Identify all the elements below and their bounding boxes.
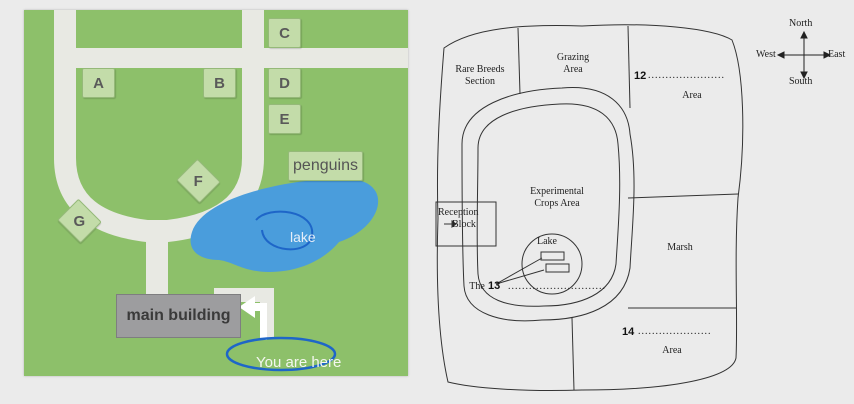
area-12-label: Area bbox=[682, 90, 702, 101]
experimental-crops-label: Experimental Crops Area bbox=[512, 186, 602, 210]
pointer-line-1 bbox=[495, 257, 543, 285]
path-left-vertical bbox=[54, 10, 76, 160]
divider-area14-left bbox=[571, 317, 575, 391]
experimental-line-1: Experimental bbox=[530, 186, 584, 197]
marsh-label: Marsh bbox=[667, 242, 693, 253]
question-13-prefix: The bbox=[469, 281, 485, 292]
area-14-label: Area bbox=[662, 345, 682, 356]
path-top-horizontal bbox=[54, 48, 408, 68]
question-14-number: 14 bbox=[622, 326, 635, 338]
question-13-dots[interactable]: ............................ bbox=[508, 281, 606, 292]
zone-e: E bbox=[268, 104, 301, 134]
lake-box-2 bbox=[545, 263, 570, 273]
you-are-here-arrow bbox=[239, 296, 267, 340]
blue-lake bbox=[190, 178, 379, 272]
rare-breeds-line-2: Section bbox=[465, 76, 495, 87]
experimental-line-2: Crops Area bbox=[534, 198, 580, 209]
farm-map: Rare Breeds Section Grazing Area 12 ....… bbox=[432, 18, 752, 402]
compass-east: East bbox=[828, 49, 846, 60]
reception-line-2: Block bbox=[452, 219, 476, 230]
lake-box-1 bbox=[540, 251, 565, 261]
reception-arrowhead bbox=[451, 220, 457, 228]
ring-outer bbox=[461, 87, 635, 322]
divider-grazing-area bbox=[627, 25, 631, 109]
divider-area-marsh bbox=[627, 193, 739, 199]
path-right-vertical-bottom-fill bbox=[242, 148, 264, 158]
divider-rare-grazing bbox=[517, 27, 521, 95]
ring-inner bbox=[476, 103, 621, 307]
lake-label: lake bbox=[290, 229, 316, 245]
zone-c: C bbox=[268, 18, 301, 48]
zone-d: D bbox=[268, 68, 301, 98]
reception-block-box bbox=[435, 201, 497, 247]
compass-south: South bbox=[789, 76, 813, 87]
grazing-line-1: Grazing bbox=[556, 52, 590, 63]
main-building: main building bbox=[116, 294, 241, 338]
pointer-line-2 bbox=[495, 269, 545, 285]
reception-line-1: Reception bbox=[438, 207, 479, 218]
zone-a: A bbox=[82, 68, 115, 98]
rare-breeds-label: Rare Breeds Section bbox=[450, 64, 510, 88]
you-are-here-annotation-circle bbox=[225, 336, 337, 372]
rare-breeds-line-1: Rare Breeds bbox=[455, 64, 505, 75]
grazing-line-2: Area bbox=[563, 64, 583, 75]
reception-block-label: Reception Block bbox=[438, 207, 494, 231]
compass-west: West bbox=[756, 49, 776, 60]
paths-layer bbox=[54, 10, 408, 372]
you-are-here-label: You are here bbox=[256, 354, 342, 371]
compass-rose: North South West East bbox=[754, 18, 854, 98]
zoo-map: C A B D E F G penguins lake main buildin… bbox=[24, 10, 408, 376]
compass-arrows-icon bbox=[776, 30, 832, 80]
outer-boundary bbox=[436, 24, 744, 392]
compass-north: North bbox=[789, 18, 813, 29]
farm-map-lines bbox=[435, 24, 744, 392]
grazing-area-label: Grazing Area bbox=[538, 52, 608, 76]
path-right-vertical bbox=[242, 10, 264, 160]
lake-circle bbox=[521, 233, 583, 295]
question-14-dots[interactable]: ..................... bbox=[638, 326, 712, 337]
lake-label-right: Lake bbox=[537, 236, 557, 247]
lake-annotation-circle bbox=[255, 210, 314, 251]
question-13-number: 13 bbox=[488, 280, 501, 292]
question-12-dots[interactable]: ...................... bbox=[648, 70, 725, 81]
penguins-enclosure: penguins bbox=[288, 151, 363, 181]
zone-b: B bbox=[203, 68, 236, 98]
question-12-number: 12 bbox=[634, 70, 647, 82]
